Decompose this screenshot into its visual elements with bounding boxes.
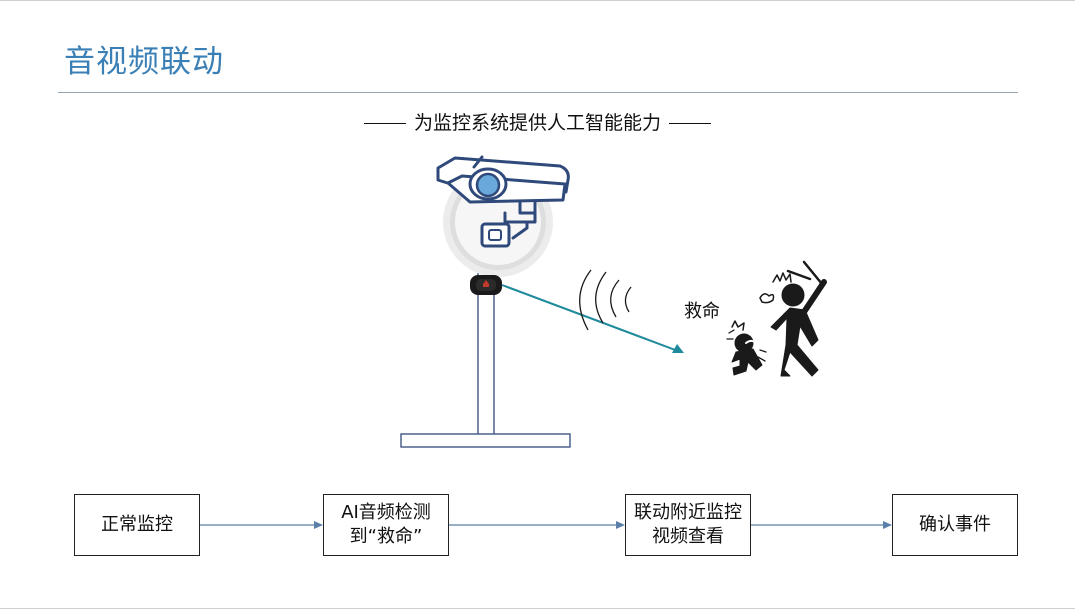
- detection-arrow: [502, 285, 684, 353]
- bottom-border: [0, 608, 1075, 609]
- step-label: AI音频检测到“救命”: [332, 501, 440, 549]
- flow-arrow-1: [200, 521, 323, 529]
- help-callout: 救命: [684, 300, 720, 324]
- step-label: 确认事件: [919, 513, 991, 537]
- audio-sensor-icon: [470, 275, 502, 295]
- sound-wave-icon: [580, 270, 631, 330]
- step-label: 正常监控: [101, 513, 173, 537]
- flow-arrow-2: [449, 521, 625, 529]
- victim-figure-icon: [727, 321, 766, 375]
- attacker-figure-icon: [760, 262, 824, 376]
- step-box-confirm-event: 确认事件: [892, 494, 1018, 556]
- step-label: 联动附近监控视频查看: [634, 501, 742, 549]
- step-box-normal-monitoring: 正常监控: [74, 494, 200, 556]
- step-box-linked-video-check: 联动附近监控视频查看: [625, 494, 751, 556]
- step-box-ai-audio-detection: AI音频检测到“救命”: [323, 494, 449, 556]
- flow-arrow-3: [751, 521, 892, 529]
- flow-arrows: [200, 521, 892, 529]
